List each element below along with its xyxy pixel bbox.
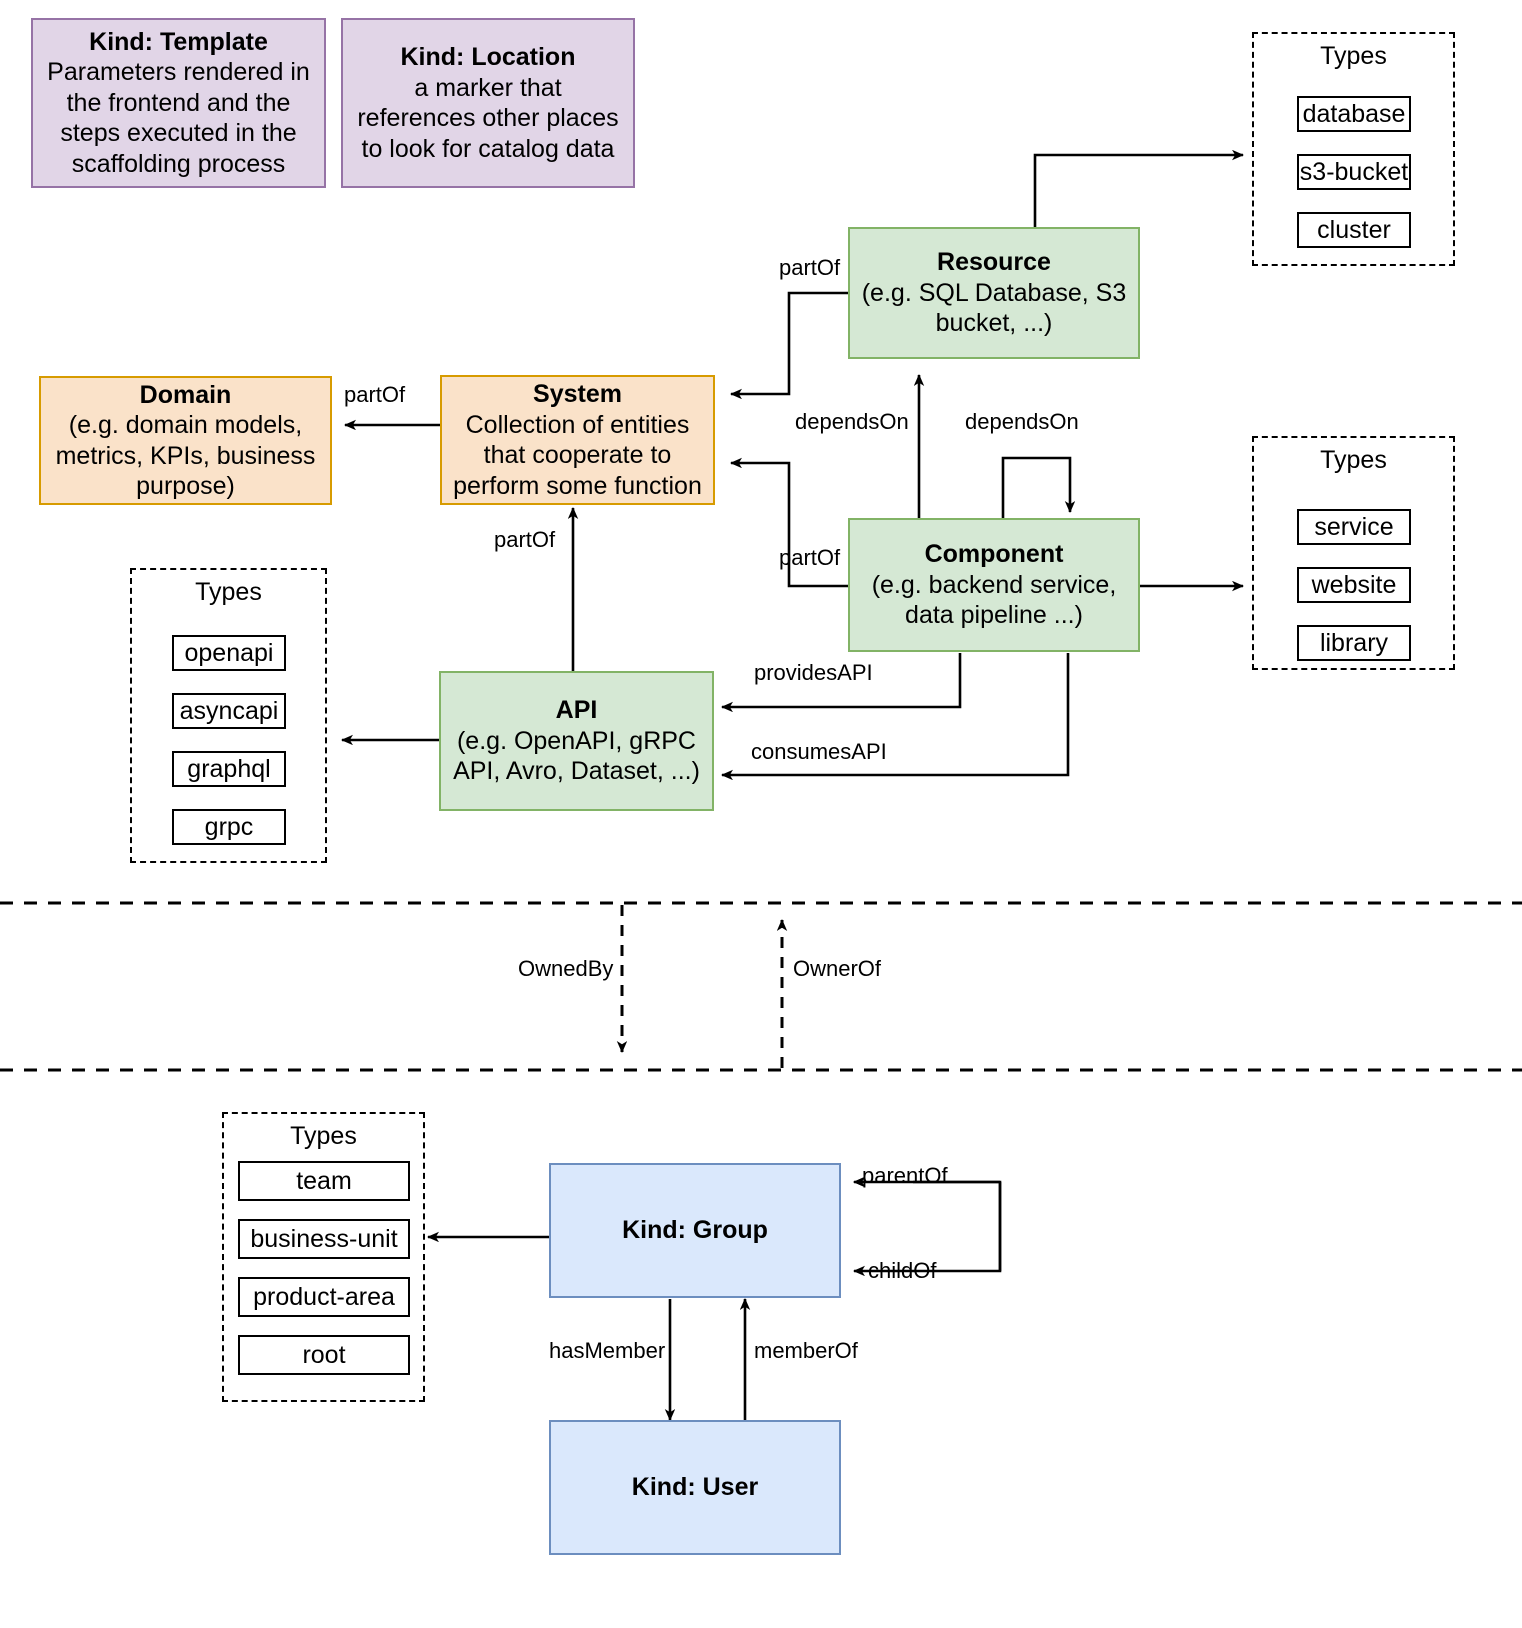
node-kind-group[interactable]: Kind: Group <box>549 1163 841 1298</box>
component-desc: (e.g. backend service, data pipeline ...… <box>871 570 1117 630</box>
type-chip-website[interactable]: website <box>1297 567 1411 603</box>
template-desc: Parameters rendered in the frontend and … <box>47 58 310 178</box>
edge-label-group-parentof: parentOf <box>862 1163 948 1188</box>
node-kind-location[interactable]: Kind: Location a marker that references … <box>341 18 635 188</box>
type-chip-graphql[interactable]: graphql <box>172 751 286 787</box>
edge-label-group-childof: childOf <box>868 1258 937 1283</box>
edge-label-component-dependson-component: dependsOn <box>965 409 1079 434</box>
edge-label-component-partof-system: partOf <box>779 545 841 570</box>
api-desc: (e.g. OpenAPI, gRPC API, Avro, Dataset, … <box>453 726 700 786</box>
edge-label-component-providesapi: providesAPI <box>754 660 873 685</box>
type-chip-openapi[interactable]: openapi <box>172 635 286 671</box>
types-label-component: Types <box>1320 446 1387 474</box>
type-chip-service[interactable]: service <box>1297 509 1411 545</box>
type-chip-team[interactable]: team <box>238 1161 410 1201</box>
types-box-api: Types <box>130 568 327 863</box>
edge-label-ownedby: OwnedBy <box>518 956 614 981</box>
api-title: API <box>555 696 598 725</box>
node-domain[interactable]: Domain (e.g. domain models, metrics, KPI… <box>39 376 332 505</box>
node-api[interactable]: API (e.g. OpenAPI, gRPC API, Avro, Datas… <box>439 671 714 811</box>
type-chip-cluster[interactable]: cluster <box>1297 212 1411 248</box>
edge-label-ownerof: OwnerOf <box>793 956 882 981</box>
resource-desc: (e.g. SQL Database, S3 bucket, ...) <box>861 278 1127 338</box>
types-label-group: Types <box>290 1122 357 1150</box>
template-title: Kind: Template <box>89 27 268 56</box>
node-kind-template[interactable]: Kind: Template Parameters rendered in th… <box>31 18 326 188</box>
system-title: System <box>533 380 622 408</box>
location-desc: a marker that references other places to… <box>357 73 619 163</box>
node-kind-user[interactable]: Kind: User <box>549 1420 841 1555</box>
type-chip-database[interactable]: database <box>1297 96 1411 132</box>
edge-label-api-partof-system: partOf <box>494 527 556 552</box>
edge-label-component-dependson-resource: dependsOn <box>795 409 909 434</box>
location-title: Kind: Location <box>400 43 576 71</box>
user-title: Kind: User <box>631 1473 759 1502</box>
types-box-component: Types <box>1252 436 1455 670</box>
type-chip-s3-bucket[interactable]: s3-bucket <box>1297 154 1411 190</box>
edge-label-resource-partof-system: partOf <box>779 255 841 280</box>
types-label-api: Types <box>195 578 262 606</box>
edge-label-component-consumesapi: consumesAPI <box>751 739 887 764</box>
type-chip-grpc[interactable]: grpc <box>172 809 286 845</box>
type-chip-library[interactable]: library <box>1297 625 1411 661</box>
type-chip-asyncapi[interactable]: asyncapi <box>172 693 286 729</box>
node-resource[interactable]: Resource (e.g. SQL Database, S3 bucket, … <box>848 227 1140 359</box>
types-box-group: Types <box>222 1112 425 1402</box>
types-box-resource: Types <box>1252 32 1455 266</box>
domain-title: Domain <box>139 380 232 409</box>
resource-title: Resource <box>937 248 1051 277</box>
component-title: Component <box>924 540 1064 569</box>
types-label-resource: Types <box>1320 42 1387 70</box>
domain-desc: (e.g. domain models, metrics, KPIs, busi… <box>55 411 316 500</box>
group-title: Kind: Group <box>622 1216 768 1245</box>
node-system[interactable]: System Collection of entities that coope… <box>440 375 715 505</box>
edge-label-user-memberof: memberOf <box>754 1338 858 1363</box>
type-chip-root[interactable]: root <box>238 1335 410 1375</box>
type-chip-product-area[interactable]: product-area <box>238 1277 410 1317</box>
type-chip-business-unit[interactable]: business-unit <box>238 1219 410 1259</box>
edge-label-system-partof-domain: partOf <box>344 382 406 407</box>
edge-label-group-hasmember: hasMember <box>549 1338 666 1363</box>
system-desc: Collection of entities that cooperate to… <box>453 410 702 500</box>
node-component[interactable]: Component (e.g. backend service, data pi… <box>848 518 1140 652</box>
